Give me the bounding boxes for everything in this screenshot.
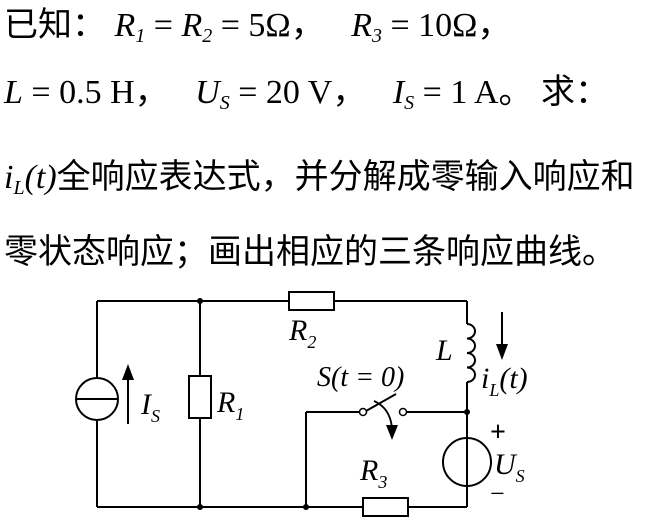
voltage-minus-sign: −	[490, 479, 505, 508]
inductor-coil	[466, 323, 476, 383]
is-equation: IS = 1 A。	[392, 74, 533, 114]
current-source-arrow-icon	[122, 364, 134, 424]
junction-top	[197, 298, 203, 304]
l-equation: L = 0.5 H，	[4, 74, 169, 111]
junction-bottom-switch	[303, 504, 309, 510]
inductor-current-arrow-icon	[496, 312, 508, 360]
given-prefix: 已知：	[4, 5, 106, 45]
junction-bottom-r1	[197, 504, 203, 510]
r2-label: R2	[288, 314, 316, 352]
switch-arrow-icon	[373, 400, 398, 440]
given-line-2: L = 0.5 H， US = 20 V， IS = 1 A。 求：	[4, 72, 609, 123]
r3-equation: R3 = 10Ω，	[351, 7, 512, 47]
question-line-1: iL(t)全响应表达式，并分解成零输入响应和	[4, 157, 635, 208]
il-label: iL(t)	[481, 362, 528, 400]
switch	[358, 393, 408, 417]
current-source	[75, 377, 119, 421]
resistor-r1	[188, 375, 212, 419]
us-label: US	[494, 448, 525, 486]
inductor-label: L	[435, 334, 453, 367]
voltage-plus-sign: +	[490, 417, 506, 448]
resistor-r2	[288, 291, 335, 311]
switch-label: S(t = 0)	[317, 362, 404, 393]
given-line-1: 已知： R1 = R2 = 5Ω， R3 = 10Ω，	[4, 5, 511, 56]
question-line-2: 零状态响应；画出相应的三条响应曲线。	[4, 232, 616, 272]
junction-right	[464, 409, 470, 415]
is-label: IS	[140, 388, 160, 426]
voltage-source	[442, 437, 492, 487]
ask-label: 求：	[541, 72, 610, 112]
us-equation: US = 20 V，	[195, 74, 367, 114]
r1-label: R1	[216, 386, 244, 424]
resistor-r3	[362, 497, 409, 517]
question-line-1-text: 全响应表达式，并分解成零输入响应和	[56, 157, 635, 197]
il-symbol: iL(t)	[4, 159, 57, 199]
r1-r2-equation: R1 = R2 = 5Ω，	[114, 7, 325, 47]
r3-label: R3	[359, 454, 387, 492]
